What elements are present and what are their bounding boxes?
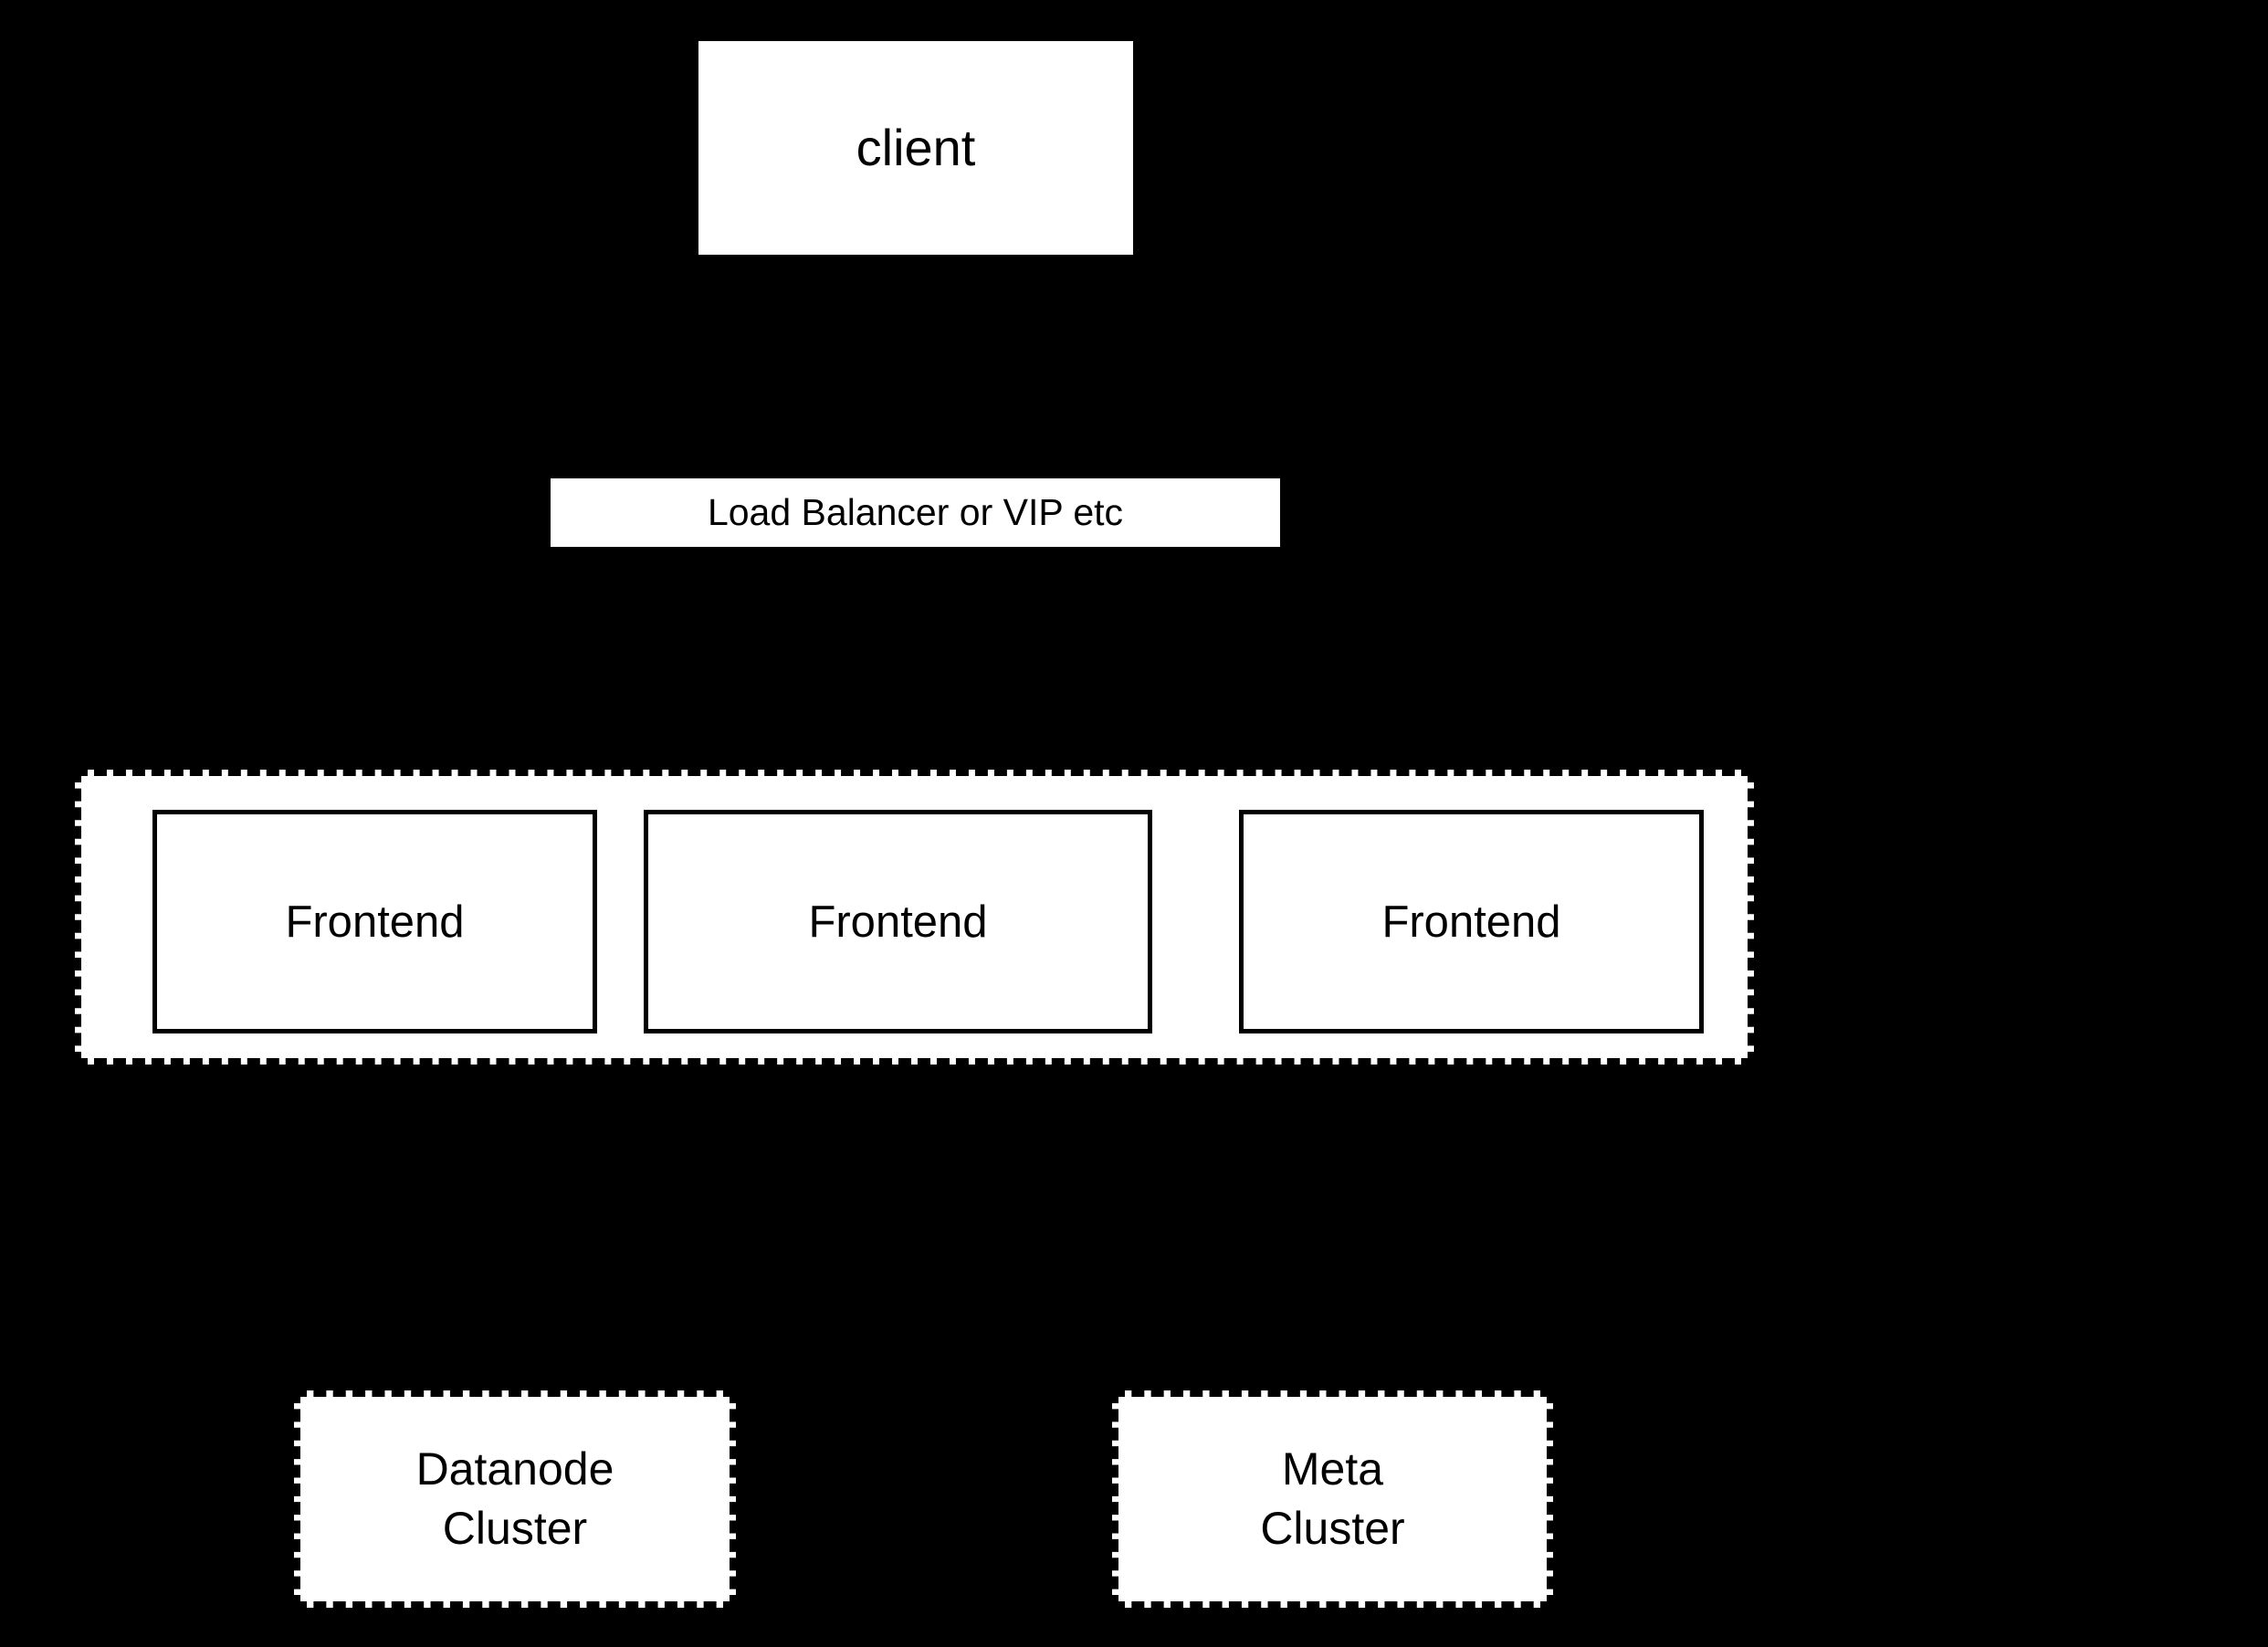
frontend-node-1-label: Frontend (285, 897, 465, 947)
client-node-label: client (856, 118, 976, 176)
frontend-node-2-label: Frontend (808, 897, 988, 947)
datanode-cluster-node-label: Datanode Cluster (415, 1443, 614, 1554)
frontend-node-1[interactable]: Frontend (152, 810, 597, 1033)
load-balancer-node-label: Load Balancer or VIP etc (707, 491, 1124, 534)
meta-cluster-node-label: Meta Cluster (1260, 1443, 1405, 1554)
meta-cluster-node[interactable]: Meta Cluster (1112, 1390, 1553, 1608)
frontend-cluster-group: Frontend Frontend Frontend (75, 770, 1754, 1065)
client-node[interactable]: client (698, 41, 1133, 255)
frontend-node-3-label: Frontend (1381, 897, 1561, 947)
frontend-node-3[interactable]: Frontend (1239, 810, 1704, 1033)
frontend-node-2[interactable]: Frontend (644, 810, 1152, 1033)
datanode-cluster-node[interactable]: Datanode Cluster (294, 1390, 736, 1608)
load-balancer-node[interactable]: Load Balancer or VIP etc (551, 478, 1280, 547)
